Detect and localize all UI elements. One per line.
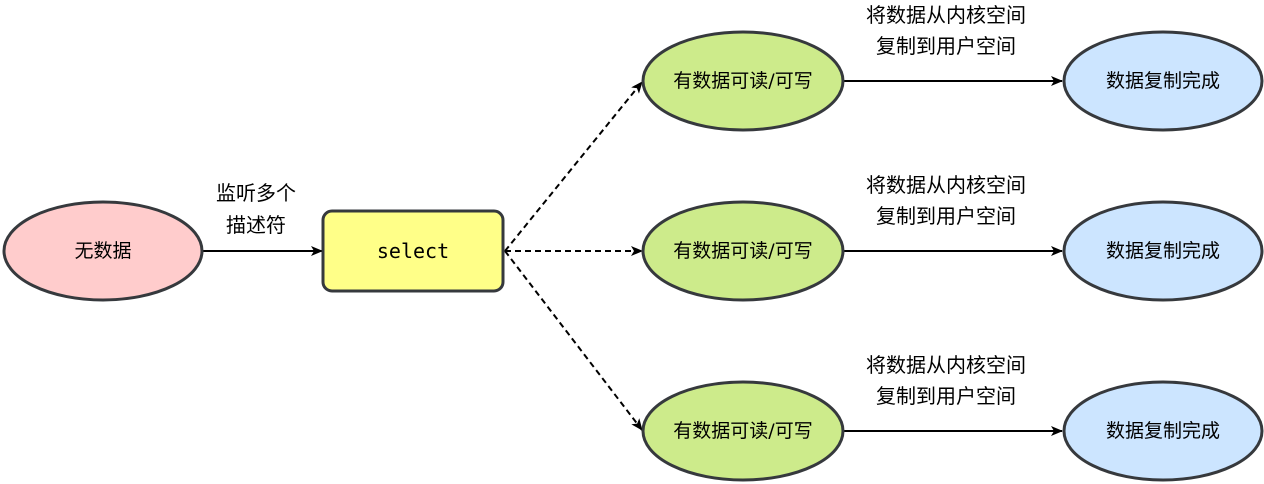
edge-select-ready-3 bbox=[504, 250, 643, 431]
node-no-data-label: 无数据 bbox=[74, 240, 131, 262]
node-done-2 bbox=[1062, 200, 1264, 302]
node-ready-label: 有数据可读/可写 bbox=[673, 240, 812, 262]
node-select-label: select bbox=[377, 239, 449, 263]
node-select bbox=[321, 209, 505, 293]
copy-label-line2: 复制到用户空间 bbox=[876, 34, 1016, 58]
node-no-data bbox=[2, 200, 204, 302]
node-done-label: 数据复制完成 bbox=[1106, 70, 1220, 92]
node-ready-label: 有数据可读/可写 bbox=[673, 70, 812, 92]
copy-label-line1: 将数据从内核空间 bbox=[866, 353, 1026, 377]
node-done-label: 数据复制完成 bbox=[1106, 420, 1220, 442]
node-ready-1 bbox=[641, 30, 845, 132]
copy-label-line1: 将数据从内核空间 bbox=[866, 3, 1026, 27]
node-ready-3 bbox=[641, 380, 845, 482]
edge-select-ready-1 bbox=[504, 81, 643, 252]
node-done-label: 数据复制完成 bbox=[1106, 240, 1220, 262]
edge-label-line1: 监听多个 bbox=[216, 181, 296, 205]
copy-label-line2: 复制到用户空间 bbox=[876, 384, 1016, 408]
node-ready-label: 有数据可读/可写 bbox=[673, 420, 812, 442]
copy-label-line1: 将数据从内核空间 bbox=[866, 173, 1026, 197]
node-done-3 bbox=[1062, 380, 1264, 482]
edge-label-line2: 描述符 bbox=[226, 213, 286, 237]
copy-label-line2: 复制到用户空间 bbox=[876, 204, 1016, 228]
node-ready-2 bbox=[641, 200, 845, 302]
ready-copy-rows: 将数据从内核空间复制到用户空间有数据可读/可写数据复制完成将数据从内核空间复制到… bbox=[641, 3, 1264, 482]
node-done-1 bbox=[1062, 30, 1264, 132]
